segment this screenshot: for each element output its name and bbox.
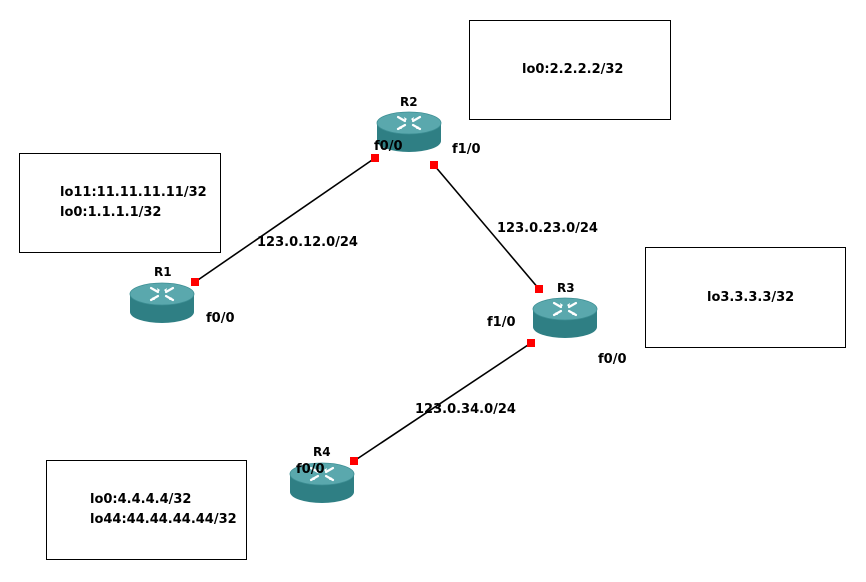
port-r2-f0-0 [371,154,379,162]
router-label-r4: R4 [313,445,331,459]
iface-label-r3-f0-0: f0/0 [598,352,627,367]
iface-label-r1-f0-0: f0/0 [206,311,235,326]
subnet-label-r1-r2: 123.0.12.0/24 [257,235,358,250]
router-label-r2: R2 [400,95,418,109]
link-r2-r3 [433,164,540,290]
port-r1-f0-0 [191,278,199,286]
loopback-note-r1: lo11:11.11.11.11/32 lo0:1.1.1.1/32 [19,153,221,253]
subnet-label-r2-r3: 123.0.23.0/24 [497,221,598,236]
port-r3-f0-0 [527,339,535,347]
loopback-note-r4: lo0:4.4.4.4/32 lo44:44.44.44.44/32 [46,460,247,560]
loopback-note-r2: lo0:2.2.2.2/32 [469,20,671,120]
port-r4-f0-0 [350,457,358,465]
loopback-note-r3: lo3.3.3.3/32 [645,247,846,348]
router-icon[interactable] [532,297,598,341]
port-r2-f1-0 [430,161,438,169]
iface-label-r2-f1-0: f1/0 [452,142,481,157]
note-line: lo0:4.4.4.4/32 [90,492,192,507]
link-r1-r2 [194,157,376,283]
subnet-label-r3-r4: 123.0.34.0/24 [415,402,516,417]
port-r3-f1-0 [535,285,543,293]
iface-label-r3-f1-0: f1/0 [487,315,516,330]
iface-label-r2-f0-0: f0/0 [374,139,403,154]
iface-label-r4-f0-0: f0/0 [296,462,325,477]
note-line: lo11:11.11.11.11/32 [60,185,207,200]
note-line: lo3.3.3.3/32 [707,289,795,305]
note-line: lo0:2.2.2.2/32 [522,62,624,77]
note-line: lo0:1.1.1.1/32 [60,205,162,220]
link-r3-r4 [353,342,532,462]
router-icon[interactable] [129,282,195,326]
router-label-r3: R3 [557,281,575,295]
note-line: lo44:44.44.44.44/32 [90,512,237,527]
router-label-r1: R1 [154,265,172,279]
